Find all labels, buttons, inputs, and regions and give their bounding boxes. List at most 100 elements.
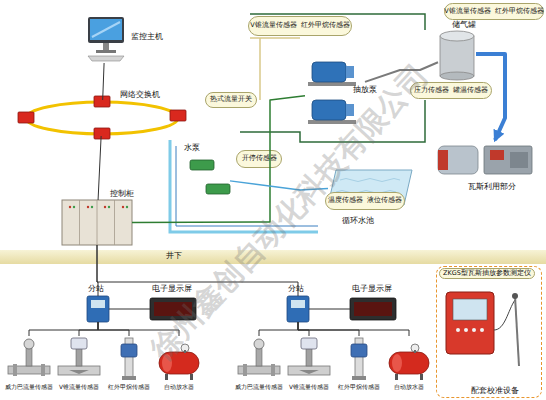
sensor-device: 红外甲烷传感器: [335, 336, 383, 382]
gas-tank: 储气罐: [438, 30, 476, 78]
connector-line: [103, 63, 104, 100]
connector-group: [132, 96, 305, 223]
connector-line: [98, 322, 129, 336]
sensor-label: 罐温传感器: [453, 87, 488, 94]
connector-group: [365, 62, 438, 82]
node-label: 分站: [288, 285, 304, 294]
substation: 分站: [87, 296, 109, 322]
gas-utilization: 瓦斯利用部分: [436, 140, 536, 180]
connector-group: [309, 309, 350, 310]
connector-line: [97, 245, 98, 296]
connector-group: [98, 322, 129, 336]
connector-group: [109, 309, 150, 310]
connector-group: [476, 54, 505, 140]
node-label: 威力巴流量传感器: [235, 384, 283, 391]
node-label: 电子显示屏: [352, 285, 392, 294]
extraction-pump: 抽放泵: [305, 58, 365, 126]
sensor-label: 开停传感器: [242, 155, 277, 162]
connector-line: [298, 322, 309, 336]
sensor-label: 液位传感器: [367, 197, 402, 204]
sensor-label: 温度传感器: [328, 197, 363, 204]
underground-band: 井下: [0, 250, 546, 264]
node-label: 红外甲烷传感器: [105, 384, 153, 391]
connector-line: [259, 322, 298, 336]
connector-line: [98, 136, 101, 200]
sensor-device: V锥流量传感器: [55, 336, 103, 382]
node-label: 红外甲烷传感器: [335, 384, 383, 391]
connector-line: [79, 322, 98, 336]
connector-line: [365, 62, 438, 82]
sensor-device: 红外甲烷传感器: [105, 336, 153, 382]
sensor-callout: 开停传感器: [236, 150, 282, 168]
connector-group: [98, 136, 101, 200]
sensor-device: V锥流量传感器: [285, 336, 333, 382]
connector-line: [109, 309, 150, 310]
sensor-label: 热式流量开关: [210, 96, 252, 103]
node-label: 电子显示屏: [152, 285, 192, 294]
display-screen: 电子显示屏: [150, 298, 196, 320]
sensor-label: 红外甲烷传感器: [495, 8, 544, 15]
connector-group: [259, 322, 298, 336]
node-label: 自动放水器: [155, 384, 203, 391]
node-label: V锥流量传感器: [285, 384, 333, 391]
connector-line: [230, 181, 328, 190]
connector-group: [79, 322, 98, 336]
node-label: 储气罐: [452, 21, 476, 30]
node-label: 分站: [88, 285, 104, 294]
sensor-callout: V锥流量传感器红外甲烷传感器: [444, 3, 544, 20]
sensor-device: 自动放水器: [385, 336, 433, 382]
sensor-device: 自动放水器: [155, 336, 203, 382]
sensor-label: 红外甲烷传感器: [301, 22, 350, 29]
node-label: 瓦斯利用部分: [468, 183, 516, 192]
connector-line: [309, 309, 350, 310]
sensor-label: 压力传感器: [414, 87, 449, 94]
connector-group: [298, 322, 309, 336]
connector-line: [298, 322, 409, 336]
sensor-device: 威力巴流量传感器: [5, 336, 53, 382]
connector-group: [298, 322, 359, 336]
sensor-label: V锥流量传感器: [444, 8, 490, 15]
sensor-callout: V锥流量传感器红外甲烷传感器: [248, 16, 352, 36]
connector-group: [103, 63, 104, 100]
node-label: 循环水池: [342, 217, 374, 226]
node-label: ZKGS型瓦斯抽放参数测定仪: [439, 268, 535, 279]
node-label: 监控主机: [131, 33, 163, 42]
instrument-group: ZKGS型瓦斯抽放参数测定仪配套校准设备: [436, 266, 542, 398]
node-label: 威力巴流量传感器: [5, 384, 53, 391]
sensor-label: V锥流量传感器: [250, 22, 296, 29]
connector-line: [476, 54, 505, 140]
node-label: 控制柜: [110, 190, 134, 199]
switch-ring: 网络交换机: [22, 100, 182, 136]
node-label: 网络交换机: [120, 91, 160, 100]
node-label: V锥流量传感器: [55, 384, 103, 391]
substation: 分站: [287, 296, 309, 322]
connector-group: [29, 322, 98, 336]
connector-line: [132, 96, 305, 223]
node-label: 抽放泵: [353, 86, 377, 95]
watermark: 徐州鑫创自动化科技有限公司: [142, 55, 438, 368]
connector-group: [230, 181, 328, 190]
connector-line: [29, 322, 98, 336]
connector-line: [298, 322, 359, 336]
node-label: 自动放水器: [385, 384, 433, 391]
control-cabinet: 控制柜: [62, 200, 132, 245]
display-screen: 电子显示屏: [350, 298, 396, 320]
node-label: 井下: [166, 252, 182, 261]
water-pump: 水泵: [186, 156, 230, 200]
connector-group: [97, 245, 98, 296]
node-label: 水泵: [184, 144, 200, 153]
sensor-device: 威力巴流量传感器: [235, 336, 283, 382]
sensor-callout: 压力传感器罐温传感器: [410, 82, 492, 99]
connector-line: [98, 322, 179, 336]
monitor-host: 监控主机: [85, 15, 125, 63]
node-label: 配套校准设备: [471, 387, 519, 396]
connector-group: [298, 322, 409, 336]
connector-group: [97, 245, 298, 296]
connector-group: [98, 322, 179, 336]
sensor-callout: 温度传感器液位传感器: [325, 192, 405, 210]
